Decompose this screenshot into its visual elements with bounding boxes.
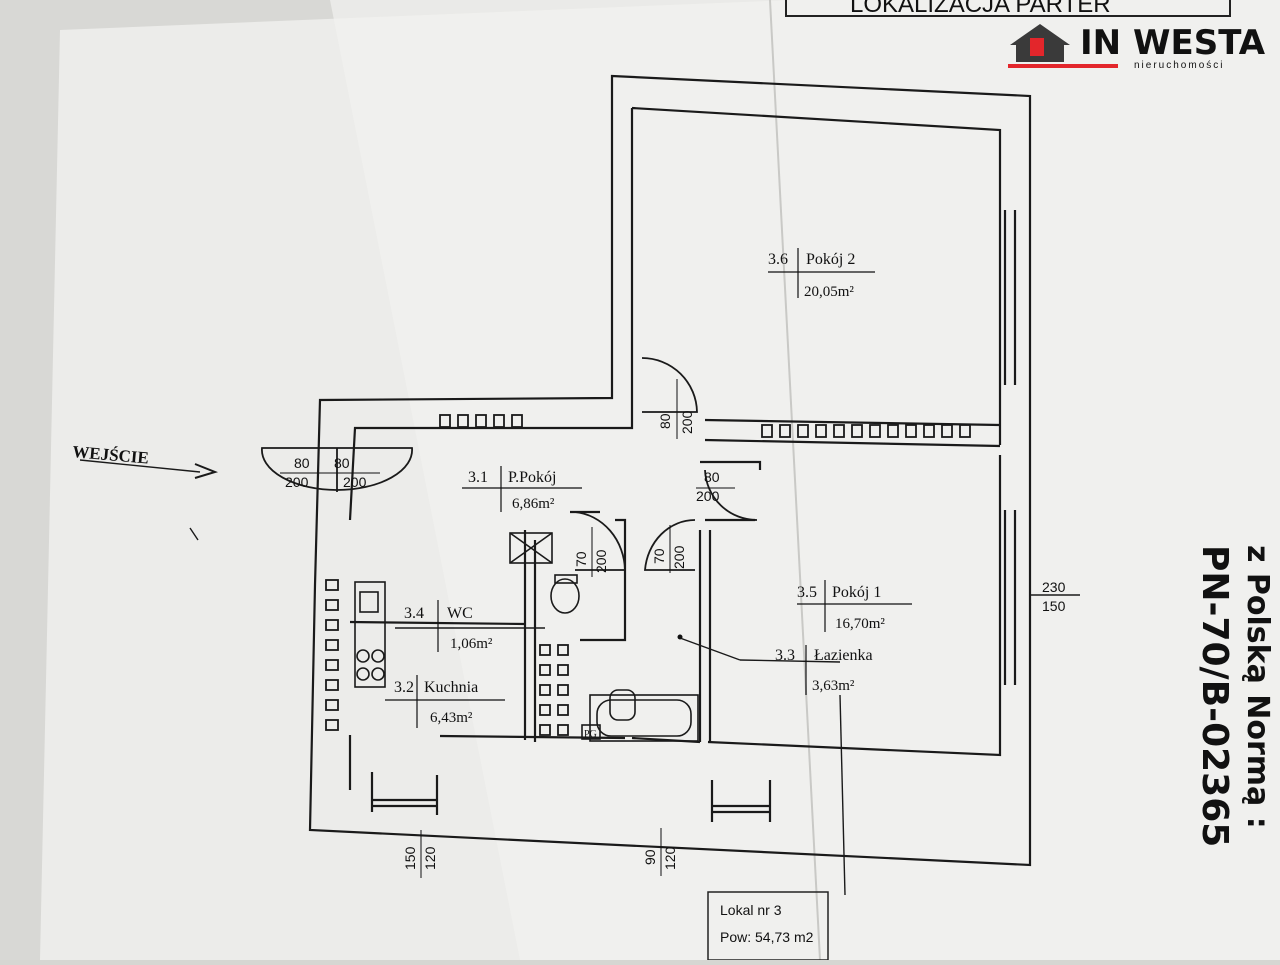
svg-text:70: 70	[573, 551, 589, 567]
paper-highlight	[330, 0, 1280, 960]
svg-text:80: 80	[657, 413, 673, 429]
right-window-dims: 230 150	[1042, 579, 1066, 614]
paper-fold	[769, 0, 821, 961]
svg-text:200: 200	[696, 488, 720, 504]
svg-text:3.1: 3.1	[468, 469, 488, 486]
svg-text:120: 120	[422, 846, 438, 870]
svg-text:6,86m²: 6,86m²	[512, 496, 555, 512]
svg-text:6,43m²: 6,43m²	[430, 710, 473, 726]
svg-text:16,70m²: 16,70m²	[835, 616, 885, 632]
bath-marker	[677, 634, 683, 640]
svg-text:120: 120	[662, 846, 678, 870]
leader-lines	[79, 459, 1080, 896]
washbasin-icon	[609, 689, 636, 721]
toilet-icon	[550, 578, 580, 614]
room-label-3-5: 3.5 Pokój 1 16,70m²	[797, 580, 912, 632]
header-box	[785, 0, 1231, 17]
svg-text:80: 80	[294, 455, 310, 471]
svg-text:200: 200	[285, 474, 309, 490]
svg-text:200: 200	[593, 549, 609, 573]
room-label-3-2: 3.2 Kuchnia 6,43m²	[385, 675, 505, 728]
boiler-label: PG	[584, 729, 597, 740]
walls	[308, 74, 1032, 867]
room-label-3-6: 3.6 Pokój 2 20,05m²	[768, 248, 875, 300]
svg-text:Kuchnia: Kuchnia	[424, 679, 478, 696]
svg-text:3.6: 3.6	[768, 251, 788, 268]
opening-dimensions: 80 80 200 200 80 200 80 200 70 200 70 20…	[280, 379, 1066, 878]
svg-text:Pokój 1: Pokój 1	[832, 584, 881, 601]
duct-row-middle	[761, 424, 971, 438]
svg-text:P.Pokój: P.Pokój	[508, 469, 556, 486]
logo-brand-westa: WESTA	[1133, 23, 1266, 63]
svg-text:230: 230	[1042, 579, 1066, 595]
summary-line1: Lokal nr 3	[720, 902, 782, 918]
fixtures	[354, 532, 699, 742]
svg-text:80: 80	[704, 469, 720, 485]
entry-door-dims: 80 80 200 200	[280, 455, 380, 490]
doors	[261, 357, 758, 571]
kitchen-counter	[354, 581, 386, 688]
summary-line2: Pow: 54,73 m2	[720, 929, 814, 945]
wc-door	[574, 511, 626, 571]
boiler-box	[581, 724, 601, 740]
svg-text:20,05m²: 20,05m²	[804, 284, 854, 300]
logo: IN WESTA nieruchomości	[1008, 23, 1266, 71]
norm-text: z Polską Normą : PN-70/B-02365	[1194, 545, 1275, 847]
kitchen-window-dims: 150 120	[402, 830, 438, 878]
svg-text:3.5: 3.5	[797, 584, 817, 601]
svg-text:80: 80	[334, 455, 350, 471]
room-label-3-1: 3.1 P.Pokój 6,86m²	[462, 466, 582, 512]
wc-door-dims: 70 200	[573, 527, 609, 577]
bath-door-dims: 70 200	[651, 525, 687, 573]
duct-row-top	[439, 414, 523, 428]
outer-wall	[308, 74, 1032, 867]
room1-door-dims: 80 200	[696, 469, 735, 504]
norm-line1: z Polską Normą :	[1240, 545, 1275, 829]
svg-text:3.4: 3.4	[404, 605, 424, 622]
svg-text:3.2: 3.2	[394, 679, 414, 696]
duct-column-left	[325, 579, 339, 731]
stove-icon	[356, 649, 370, 663]
inner-wall-line	[348, 106, 1002, 790]
header-title: LOKALIZACJA PARTER	[850, 0, 1111, 18]
svg-text:3.3: 3.3	[775, 647, 795, 664]
room1-door	[704, 469, 758, 521]
room2-door-dims: 80 200	[657, 379, 695, 439]
svg-text:WC: WC	[447, 605, 473, 622]
svg-text:200: 200	[671, 545, 687, 569]
svg-text:150: 150	[1042, 598, 1066, 614]
vent-ducts	[325, 414, 971, 736]
room-label-3-3: 3.3 Łazienka 3,63m²	[775, 645, 873, 695]
duct-grid-bath	[539, 644, 569, 736]
bathtub-icon	[589, 694, 699, 742]
norm-line2: PN-70/B-02365	[1194, 545, 1235, 847]
svg-text:150: 150	[402, 846, 418, 870]
svg-text:1,06m²: 1,06m²	[450, 636, 493, 652]
bath-door	[644, 519, 696, 571]
hatched-box	[509, 532, 553, 564]
svg-text:200: 200	[679, 410, 695, 434]
bath-window-dims: 90 120	[642, 828, 678, 876]
svg-text:70: 70	[651, 548, 667, 564]
room2-door	[641, 357, 698, 413]
logo-brand-in: IN	[1080, 23, 1121, 63]
svg-text:Pokój 2: Pokój 2	[806, 251, 855, 268]
room-label-3-4: 3.4 WC 1,06m²	[404, 600, 493, 652]
svg-text:Łazienka: Łazienka	[814, 647, 873, 664]
svg-text:3,63m²: 3,63m²	[812, 678, 855, 694]
svg-text:200: 200	[343, 474, 367, 490]
sink-icon	[359, 591, 379, 613]
logo-tagline: nieruchomości	[1134, 60, 1224, 71]
svg-text:90: 90	[642, 849, 658, 865]
